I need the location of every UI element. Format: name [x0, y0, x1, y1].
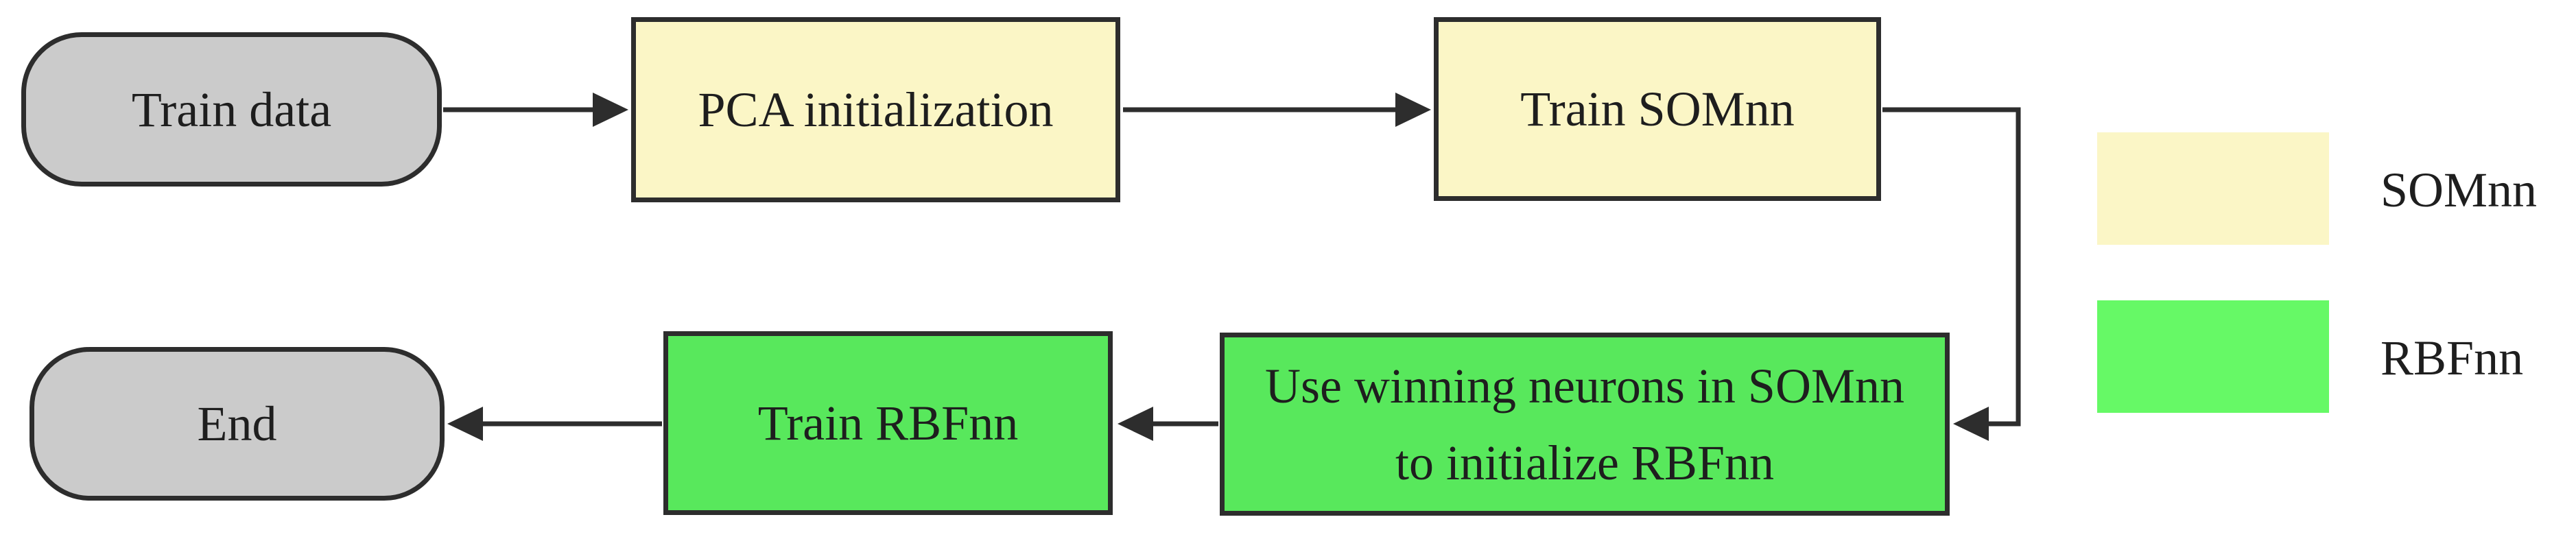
- arrowhead-right-icon: [1395, 93, 1431, 127]
- node-train-somnn-label: Train SOMnn: [1520, 82, 1795, 136]
- node-train-somnn: Train SOMnn: [1434, 17, 1881, 201]
- arrowhead-left-icon: [1118, 407, 1153, 441]
- edge-train-rbfnn-to-end: [447, 407, 662, 441]
- arrowhead-left-icon: [447, 407, 483, 441]
- legend-label-somnn-text: SOMnn: [2380, 162, 2538, 217]
- node-use-winning-neurons-label-line1: Use winning neurons in SOMnn: [1265, 358, 1904, 414]
- node-train-data-label: Train data: [131, 82, 332, 137]
- legend-swatch-rbfnn: [2097, 300, 2329, 413]
- node-use-winning-neurons: Use winning neurons in SOMnn to initiali…: [1220, 333, 1950, 516]
- legend-label-somnn: SOMnn: [2380, 134, 2537, 246]
- node-train-rbfnn: Train RBFnn: [663, 331, 1113, 515]
- arrowhead-left-icon: [1953, 407, 1989, 441]
- edge-train-data-to-pca: [443, 93, 628, 127]
- node-pca-initialization: PCA initialization: [631, 17, 1120, 202]
- legend-label-rbfnn: RBFnn: [2380, 302, 2523, 414]
- node-end-label: End: [197, 396, 277, 451]
- node-use-winning-neurons-label-line2: to initialize RBFnn: [1395, 435, 1774, 490]
- node-pca-initialization-label: PCA initialization: [698, 82, 1054, 137]
- arrowhead-right-icon: [593, 93, 628, 127]
- edge-pca-to-train-somnn: [1123, 93, 1431, 127]
- node-train-data: Train data: [21, 32, 442, 187]
- legend-swatch-somnn: [2097, 132, 2329, 245]
- node-end: End: [29, 347, 445, 501]
- legend-label-rbfnn-text: RBFnn: [2380, 330, 2524, 385]
- edge-use-winning-to-train-rbfnn: [1118, 407, 1218, 441]
- node-train-rbfnn-label: Train RBFnn: [757, 396, 1019, 451]
